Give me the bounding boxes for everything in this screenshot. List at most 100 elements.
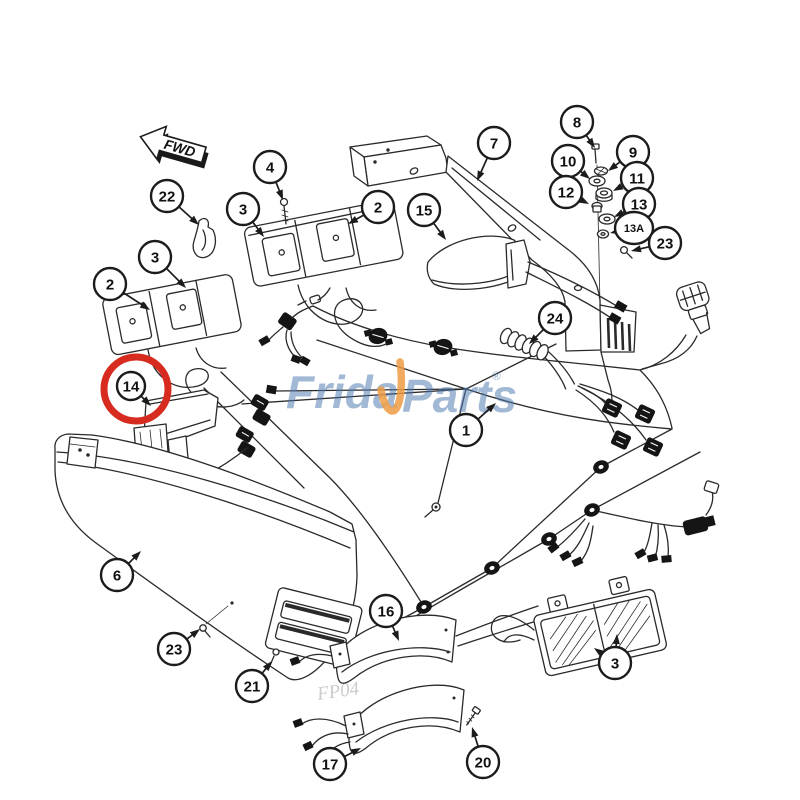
diagram-linework xyxy=(54,135,720,764)
callout-1: 1 xyxy=(448,412,484,448)
callout-8: 8 xyxy=(559,104,595,140)
watermark-swoosh-icon xyxy=(377,358,406,415)
callout-14: 14 xyxy=(115,370,147,402)
callout-leader xyxy=(179,206,195,221)
coiled-lead xyxy=(499,327,576,390)
svg-text:14: 14 xyxy=(123,379,140,396)
callout-arrowhead xyxy=(586,137,595,148)
upper-lamp-assembly xyxy=(243,197,404,348)
hardware-stack xyxy=(588,143,633,259)
callout-2: 2 xyxy=(92,266,128,302)
svg-text:22: 22 xyxy=(159,189,176,206)
callout-arrowhead xyxy=(348,215,359,224)
svg-text:9: 9 xyxy=(629,145,637,162)
svg-text:1: 1 xyxy=(462,423,470,440)
callout-arrowhead xyxy=(613,183,624,191)
callout-10: 10 xyxy=(550,143,586,179)
callout-23: 23 xyxy=(156,631,192,667)
harness-plug xyxy=(641,281,711,370)
connector-cluster xyxy=(575,351,664,457)
svg-text:20: 20 xyxy=(475,755,492,772)
fwd-arrow: FWD xyxy=(139,125,209,169)
callout-arrowhead xyxy=(529,334,539,344)
svg-text:7: 7 xyxy=(490,136,498,153)
callout-leader xyxy=(123,292,145,307)
svg-text:15: 15 xyxy=(416,203,433,220)
bumper xyxy=(54,433,363,681)
callout-3: 3 xyxy=(225,191,261,227)
svg-text:2: 2 xyxy=(106,277,114,294)
callout-arrowhead xyxy=(612,634,620,645)
callout-arrowhead xyxy=(471,727,479,738)
callout-arrowhead xyxy=(262,661,272,672)
svg-text:23: 23 xyxy=(657,236,674,253)
callout-arrowhead xyxy=(631,245,642,253)
callout-arrowhead xyxy=(176,278,186,288)
callout-arrowhead xyxy=(391,630,399,641)
callout-arrowhead xyxy=(189,215,199,225)
svg-text:11: 11 xyxy=(629,171,645,188)
svg-text:21: 21 xyxy=(244,679,261,696)
callout-17: 17 xyxy=(312,746,348,782)
svg-text:3: 3 xyxy=(611,656,619,673)
callout-arrowhead xyxy=(608,162,619,171)
watermark-artifact: FP04 xyxy=(315,678,361,705)
svg-text:3: 3 xyxy=(151,250,159,267)
callout-15: 15 xyxy=(406,192,442,228)
callout-3: 3 xyxy=(597,645,633,681)
callout-arrowhead xyxy=(131,551,141,561)
watermark: Frida Parts ® FP04 xyxy=(286,358,517,705)
callout-22: 22 xyxy=(149,178,185,214)
svg-text:13A: 13A xyxy=(624,223,644,235)
twin-grille-lamp xyxy=(490,575,668,677)
callout-12: 12 xyxy=(548,174,584,210)
callout-arrowhead xyxy=(594,648,605,657)
svg-text:6: 6 xyxy=(113,568,121,585)
callout-2: 2 xyxy=(360,189,396,225)
callout-leader xyxy=(166,268,182,284)
wiring-harness xyxy=(132,281,720,655)
watermark-suffix: Parts xyxy=(402,370,517,422)
svg-text:2: 2 xyxy=(374,200,382,217)
callout-arrowhead xyxy=(141,396,151,406)
harness-grommets xyxy=(416,460,609,614)
callout-21: 21 xyxy=(234,668,270,704)
callout-arrowhead xyxy=(477,170,485,181)
callout-arrowhead xyxy=(579,169,590,179)
svg-text:3: 3 xyxy=(239,202,247,219)
callout-20: 20 xyxy=(465,744,501,780)
callout-23: 23 xyxy=(647,225,683,261)
svg-text:17: 17 xyxy=(322,757,339,774)
callout-4: 4 xyxy=(252,149,288,185)
svg-text:16: 16 xyxy=(378,604,395,621)
clip-part xyxy=(192,217,217,259)
bulb-socket xyxy=(428,338,459,357)
left-lamp-assembly xyxy=(102,274,245,408)
support-rail xyxy=(349,135,637,353)
svg-text:12: 12 xyxy=(558,185,575,202)
callout-3: 3 xyxy=(137,239,173,275)
svg-text:8: 8 xyxy=(573,115,581,132)
registered-mark: ® xyxy=(492,369,501,383)
lens-17 xyxy=(292,684,465,764)
lens-15 xyxy=(426,235,628,325)
svg-text:24: 24 xyxy=(547,311,564,328)
callout-6: 6 xyxy=(99,557,135,593)
callout-arrowhead xyxy=(189,629,200,638)
svg-text:23: 23 xyxy=(166,642,183,659)
callout-24: 24 xyxy=(537,300,573,336)
svg-text:4: 4 xyxy=(266,160,275,177)
callout-13A: 13A xyxy=(613,210,655,246)
callout-arrowhead xyxy=(486,403,496,413)
svg-text:10: 10 xyxy=(560,154,577,171)
bulb-socket xyxy=(363,327,394,346)
screw-20 xyxy=(466,706,481,726)
callout-arrowhead xyxy=(139,301,150,310)
svg-text:13: 13 xyxy=(631,197,648,214)
callout-arrowhead xyxy=(437,229,446,240)
callout-arrowhead xyxy=(255,226,264,237)
callout-16: 16 xyxy=(368,593,404,629)
